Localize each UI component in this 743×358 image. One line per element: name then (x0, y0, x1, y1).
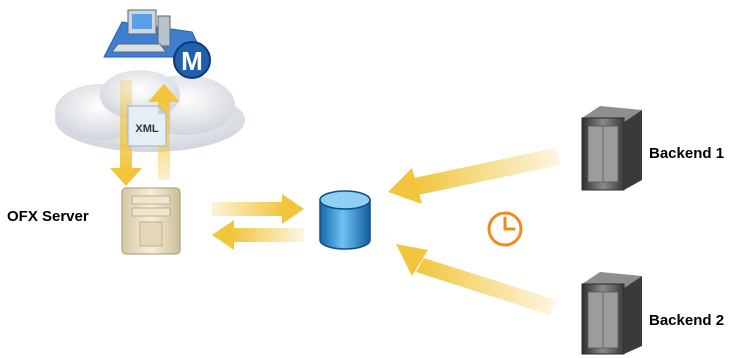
xml-document-label: XML (135, 123, 159, 135)
ofx-server-label: OFX Server (7, 208, 89, 225)
backend1-server-icon (581, 106, 642, 191)
database-cylinder-icon (319, 190, 371, 250)
client-badge: M (173, 41, 211, 79)
backend2-label: Backend 2 (649, 312, 725, 329)
backend2-server-icon (581, 272, 642, 355)
server-to-database-arrow (212, 194, 304, 224)
client-to-server-arrow (110, 80, 142, 186)
backend2-to-database-arrow (396, 244, 556, 315)
client-badge-letter: M (181, 46, 203, 76)
backend1-to-database-arrow (388, 148, 560, 204)
server-tower-icon (121, 187, 181, 255)
clock-icon (487, 211, 523, 247)
database-to-server-arrow (212, 220, 304, 250)
xml-document-icon: XML (127, 105, 167, 147)
backend1-label: Backend 1 (649, 145, 725, 162)
